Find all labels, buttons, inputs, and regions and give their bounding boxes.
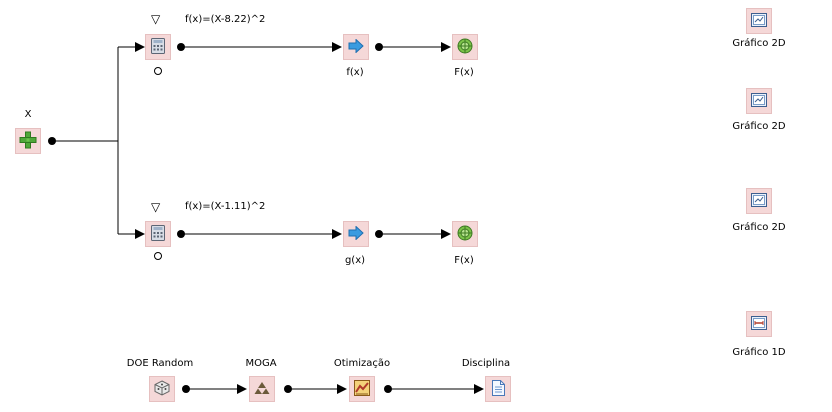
- graph-2d-node-2[interactable]: [746, 88, 772, 114]
- target-icon: [457, 225, 473, 244]
- disciplina-node[interactable]: [485, 376, 511, 402]
- otimizacao-node[interactable]: [349, 376, 375, 402]
- otimizacao-port[interactable]: [384, 385, 392, 393]
- target-icon: [457, 38, 473, 57]
- output-node-f[interactable]: [343, 34, 369, 60]
- calculator-node-2[interactable]: [145, 221, 171, 247]
- objective-node-1[interactable]: [452, 34, 478, 60]
- output-f-label: f(x): [346, 67, 364, 78]
- calculator-1-open-port[interactable]: [154, 67, 162, 75]
- input-node-x[interactable]: [15, 128, 41, 154]
- moga-label: MOGA: [245, 358, 277, 369]
- branch1-formula: f(x)=(X-8.22)^2: [185, 14, 266, 25]
- plus-icon: [19, 131, 37, 152]
- chart-2d-icon: [751, 92, 767, 110]
- doe-random-label: DOE Random: [126, 358, 194, 369]
- branch2-formula: f(x)=(X-1.11)^2: [185, 201, 266, 212]
- graph-2d-node-1[interactable]: [746, 8, 772, 34]
- triangle-down-icon: ▽: [151, 12, 161, 26]
- pyramid-icon: [254, 381, 270, 398]
- document-icon: [491, 379, 505, 399]
- triangle-down-icon: ▽: [151, 200, 161, 214]
- calculator-2-out-port[interactable]: [177, 230, 185, 238]
- otimizacao-label: Otimização: [333, 358, 391, 369]
- graph-2d-label-2: Gráfico 2D: [732, 121, 786, 132]
- output-g-port[interactable]: [375, 230, 383, 238]
- graph-2d-label-3: Gráfico 2D: [732, 222, 786, 233]
- chart-1d-icon: [751, 315, 767, 333]
- optimization-icon: [354, 379, 370, 399]
- graph-1d-label: Gráfico 1D: [732, 347, 786, 358]
- chart-2d-icon: [751, 192, 767, 210]
- graph-1d-node[interactable]: [746, 311, 772, 337]
- graph-2d-node-3[interactable]: [746, 188, 772, 214]
- output-f-port[interactable]: [375, 43, 383, 51]
- objective-node-2[interactable]: [452, 221, 478, 247]
- graph-2d-label-1: Gráfico 2D: [732, 38, 786, 49]
- doe-random-port[interactable]: [182, 385, 190, 393]
- calculator-1-out-port[interactable]: [177, 43, 185, 51]
- moga-node[interactable]: [249, 376, 275, 402]
- arrow-right-icon: [348, 224, 364, 243]
- calculator-2-open-port[interactable]: [154, 252, 162, 260]
- output-g-label: g(x): [344, 255, 366, 266]
- input-node-port[interactable]: [48, 137, 56, 145]
- disciplina-label: Disciplina: [461, 358, 511, 369]
- objective-2-label: F(x): [454, 255, 474, 266]
- objective-1-label: F(x): [454, 67, 474, 78]
- moga-port[interactable]: [284, 385, 292, 393]
- chart-2d-icon: [751, 12, 767, 30]
- arrow-right-icon: [348, 37, 364, 56]
- calculator-icon: [151, 224, 165, 244]
- dice-icon: [154, 379, 170, 399]
- output-node-g[interactable]: [343, 221, 369, 247]
- calculator-node-1[interactable]: [145, 34, 171, 60]
- calculator-icon: [151, 37, 165, 57]
- input-label: X: [24, 109, 32, 120]
- doe-random-node[interactable]: [149, 376, 175, 402]
